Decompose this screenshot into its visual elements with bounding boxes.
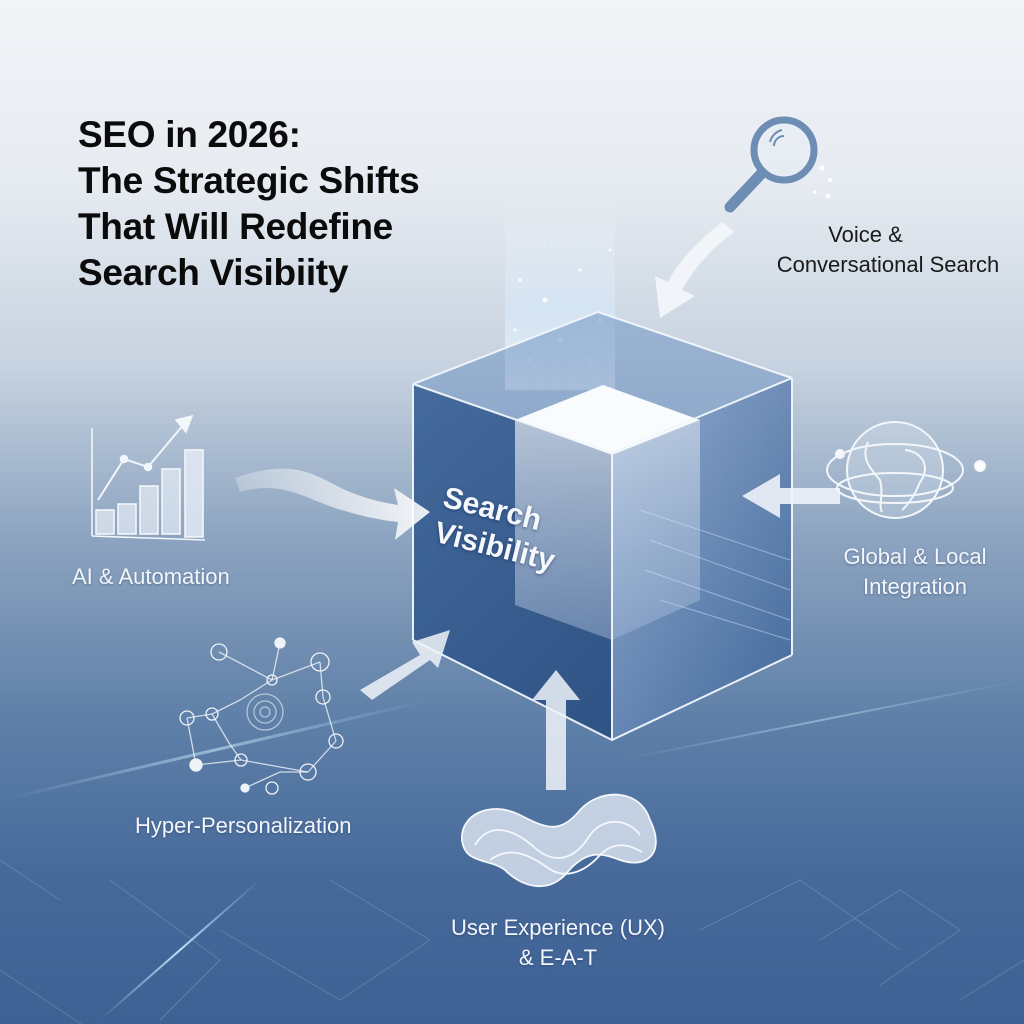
title-line-4: Search Visibiity: [78, 252, 349, 293]
arrow-voice-to-cube: [655, 222, 734, 318]
label-global-local: Global & Local Integration: [825, 542, 1005, 602]
title-line-3: That Will Redefine: [78, 206, 393, 247]
label-personalization-line-1: Hyper-Personalization: [135, 813, 352, 838]
label-global-line-2: Integration: [863, 574, 967, 599]
arrow-ux-to-cube: [532, 670, 580, 790]
label-ux-line-1: User Experience (UX): [451, 915, 665, 940]
globe-orbit-icon: [826, 421, 986, 519]
title-line-1: SEO in 2026:: [78, 114, 301, 155]
label-ai-automation: AI & Automation: [72, 562, 272, 592]
label-hyper-personalization: Hyper-Personalization: [135, 811, 395, 841]
label-ai-line-1: AI & Automation: [72, 564, 230, 589]
label-voice-search: Voice & Conversational Search: [748, 220, 1024, 280]
bar-chart-trend-icon: [91, 414, 206, 541]
title-line-2: The Strategic Shifts: [78, 160, 420, 201]
wave-layers-icon: [461, 793, 657, 887]
label-ux-eat: User Experience (UX) & E-A-T: [428, 913, 688, 973]
arrow-global-to-cube: [742, 474, 840, 518]
label-voice-line-1: Voice &: [828, 222, 903, 247]
magnifying-glass-icon: [724, 116, 832, 213]
label-voice-line-2: Conversational Search: [776, 252, 1000, 277]
arrow-personalization-to-cube: [360, 630, 450, 700]
arrow-ai-to-cube: [235, 468, 430, 540]
page-title: SEO in 2026: The Strategic Shifts That W…: [78, 112, 558, 296]
label-ux-line-2: & E-A-T: [518, 945, 598, 970]
label-global-line-1: Global & Local: [843, 544, 987, 569]
network-nodes-icon: [179, 637, 344, 795]
search-visibility-cube: [412, 310, 793, 742]
